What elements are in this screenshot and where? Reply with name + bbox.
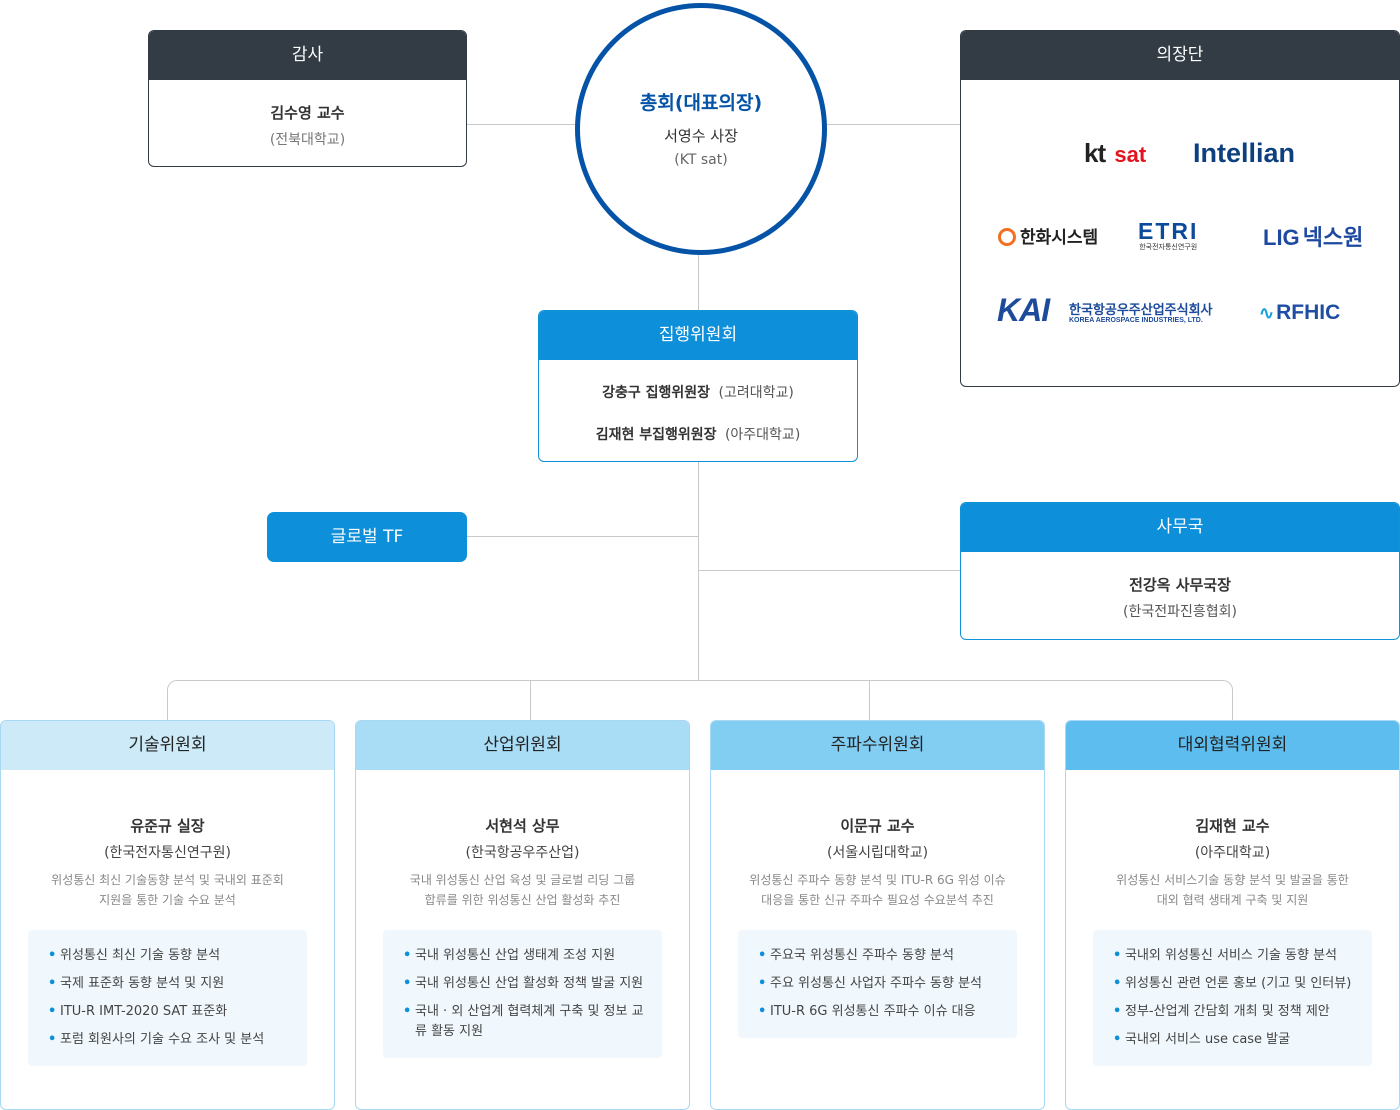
committee-title: 산업위원회 [356, 721, 689, 770]
etri-logo: ETRI 한국전자통신연구원 [1138, 219, 1198, 253]
ktsat-logo-sat: sat [1114, 142, 1147, 167]
committee-org: (한국항공우주산업) [465, 845, 580, 861]
committee-org: (서울시립대학교) [826, 845, 929, 861]
list-item: 위성통신 최신 기술 동향 분석 [48, 946, 291, 966]
general-assembly-name: 서영수 사장 [664, 127, 738, 145]
committee-description-line: 대외 협력 생태계 구축 및 지원 [1156, 893, 1309, 907]
committee-description-line: 위성통신 주파수 동향 분석 및 ITU-R 6G 위성 이슈 [749, 873, 1006, 887]
list-item: 국내 · 외 산업계 협력체계 구축 및 정보 교류 활동 지원 [403, 1002, 646, 1042]
committee-description-line: 위성통신 서비스기술 동향 분석 및 발굴을 통한 [1116, 873, 1349, 887]
committee-org: (아주대학교) [1194, 845, 1271, 861]
connector-secretariat [698, 570, 961, 571]
secretariat-box: 사무국 전강옥 사무국장 (한국전파진흥협회) [960, 502, 1400, 640]
audit-name: 김수영 교수 [270, 104, 345, 122]
global-tf-box: 글로벌 TF [267, 512, 467, 562]
list-item: ITU-R IMT-2020 SAT 표준화 [48, 1002, 291, 1022]
secretariat-name: 전강옥 사무국장 [1129, 576, 1231, 594]
committee-description: 국내 위성통신 산업 육성 및 글로벌 리딩 그룹 합류를 위한 위성통신 산업… [356, 870, 689, 910]
list-item: 국내 위성통신 산업 생태계 조성 지원 [403, 946, 646, 966]
connector-global-tf [467, 536, 698, 537]
committee-chair: 서현석 상무 [485, 817, 560, 835]
secretariat-title: 사무국 [961, 503, 1399, 552]
rfhic-icon: ∿ [1259, 303, 1275, 323]
connector-committee-2 [530, 680, 531, 720]
etri-logo-text: ETRI [1138, 218, 1199, 244]
committee-description-line: 대응을 통한 신규 주파수 필요성 수요분석 추진 [761, 893, 994, 907]
hanwha-logo: 한화시스템 [998, 223, 1098, 248]
list-item: 국내 위성통신 산업 활성화 정책 발굴 지원 [403, 974, 646, 994]
committee-external: 대외협력위원회 김재현 교수 (아주대학교) 위성통신 서비스기술 동향 분석 … [1065, 720, 1400, 1110]
committee-title: 주파수위원회 [711, 721, 1044, 770]
list-item: 국내외 서비스 use case 발굴 [1113, 1030, 1356, 1050]
connector-committee-3 [869, 680, 870, 720]
audit-org: (전북대학교) [269, 132, 346, 148]
executive-row-1: 강충구 집행위원장 (고려대학교) [539, 382, 857, 402]
list-item: 주요국 위성통신 주파수 동향 분석 [758, 946, 1001, 966]
committee-task-list: 위성통신 최신 기술 동향 분석 국제 표준화 동향 분석 및 지원 ITU-R… [28, 930, 307, 1066]
connector-general-chairs [820, 124, 961, 125]
committee-tech: 기술위원회 유준규 실장 (한국전자통신연구원) 위성통신 최신 기술동향 분석… [0, 720, 335, 1110]
list-item: ITU-R 6G 위성통신 주파수 이슈 대응 [758, 1002, 1001, 1022]
general-assembly-circle: 총회(대표의장) 서영수 사장 (KT sat) [575, 3, 827, 255]
committee-description-line: 국내 위성통신 산업 육성 및 글로벌 리딩 그룹 [409, 873, 636, 887]
secretariat-org: (한국전파진흥협회) [1123, 604, 1237, 620]
chairs-title: 의장단 [961, 31, 1399, 80]
etri-logo-sub: 한국전자통신연구원 [1139, 244, 1198, 251]
rfhic-logo: ∿RFHIC [1259, 301, 1340, 325]
committee-task-list: 국내외 위성통신 서비스 기술 동향 분석 위성통신 관련 언론 홍보 (기고 … [1093, 930, 1372, 1066]
committee-description-line: 합류를 위한 위성통신 산업 활성화 추진 [424, 893, 621, 907]
executive-chair-name: 강충구 집행위원장 [602, 385, 711, 401]
executive-title: 집행위원회 [539, 311, 857, 360]
committee-description: 위성통신 서비스기술 동향 분석 및 발굴을 통한 대외 협력 생태계 구축 및… [1066, 870, 1399, 910]
chairs-box: 의장단 [960, 30, 1400, 387]
list-item: 국내외 위성통신 서비스 기술 동향 분석 [1113, 946, 1356, 966]
ktsat-logo-kt: kt [1084, 138, 1106, 168]
rfhic-logo-text: RFHIC [1276, 301, 1341, 324]
committee-chair: 이문규 교수 [840, 817, 915, 835]
list-item: 국제 표준화 동향 분석 및 지원 [48, 974, 291, 994]
committee-description: 위성통신 최신 기술동향 분석 및 국내외 표준회 지원을 통한 기술 수요 분… [1, 870, 334, 910]
committee-task-list: 국내 위성통신 산업 생태계 조성 지원 국내 위성통신 산업 활성화 정책 발… [383, 930, 662, 1058]
executive-row-2: 김재현 부집행위원장 (아주대학교) [539, 424, 857, 444]
kai-logo-ko: 한국항공우주산업주식회사 [1069, 302, 1213, 317]
general-assembly-org: (KT sat) [674, 152, 728, 168]
general-assembly-title: 총회(대표의장) [639, 92, 763, 114]
lig-logo-a: LIG [1263, 225, 1300, 250]
executive-vice-chair-org: (아주대학교) [724, 427, 801, 443]
kai-logo-mark: KAI [997, 292, 1050, 328]
ktsat-logo: kt sat [1084, 138, 1146, 169]
list-item: 정부-산업계 간담회 개최 및 정책 제안 [1113, 1002, 1356, 1022]
audit-title: 감사 [149, 31, 466, 80]
executive-chair-org: (고려대학교) [718, 385, 794, 401]
committee-industry: 산업위원회 서현석 상무 (한국항공우주산업) 국내 위성통신 산업 육성 및 … [355, 720, 690, 1110]
committee-chair: 김재현 교수 [1195, 817, 1270, 835]
executive-box: 집행위원회 강충구 집행위원장 (고려대학교) 김재현 부집행위원장 (아주대학… [538, 310, 858, 462]
committee-title: 대외협력위원회 [1066, 721, 1399, 770]
list-item: 주요 위성통신 사업자 주파수 동향 분석 [758, 974, 1001, 994]
intellian-logo: Intellian [1193, 138, 1296, 168]
connector-executive-trunk [698, 461, 699, 681]
committee-org: (한국전자통신연구원) [104, 845, 231, 861]
committee-chair: 유준규 실장 [130, 817, 205, 835]
committee-description-line: 위성통신 최신 기술동향 분석 및 국내외 표준회 [51, 873, 284, 887]
kai-logo-en: KOREA AEROSPACE INDUSTRIES, LTD. [1069, 317, 1203, 324]
list-item: 위성통신 관련 언론 홍보 (기고 및 인터뷰) [1113, 974, 1356, 994]
committee-description-line: 지원을 통한 기술 수요 분석 [99, 893, 236, 907]
connector-committee-bus [167, 680, 1233, 720]
audit-box: 감사 김수영 교수 (전북대학교) [148, 30, 467, 167]
connector-audit-general [467, 124, 577, 125]
hanwha-icon [998, 228, 1016, 246]
hanwha-logo-text: 한화시스템 [1020, 228, 1099, 247]
committee-title: 기술위원회 [1, 721, 334, 770]
connector-general-executive [698, 250, 699, 311]
committee-task-list: 주요국 위성통신 주파수 동향 분석 주요 위성통신 사업자 주파수 동향 분석… [738, 930, 1017, 1038]
committee-description: 위성통신 주파수 동향 분석 및 ITU-R 6G 위성 이슈 대응을 통한 신… [711, 870, 1044, 910]
committee-frequency: 주파수위원회 이문규 교수 (서울시립대학교) 위성통신 주파수 동향 분석 및… [710, 720, 1045, 1110]
lig-logo-b: 넥스원 [1302, 225, 1364, 250]
executive-vice-chair-name: 김재현 부집행위원장 [595, 427, 717, 443]
list-item: 포럼 회원사의 기술 수요 조사 및 분석 [48, 1030, 291, 1050]
